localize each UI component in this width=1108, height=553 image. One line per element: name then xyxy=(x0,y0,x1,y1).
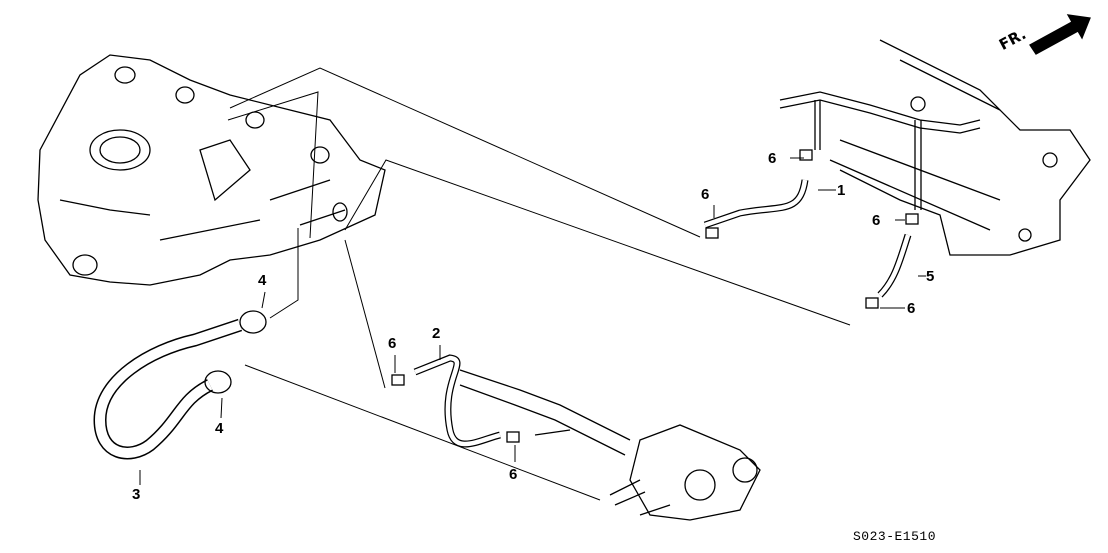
front-arrow-icon xyxy=(1029,14,1091,55)
hose-1 xyxy=(703,149,813,239)
callout-2: 2 xyxy=(432,325,441,342)
leader-lines xyxy=(139,67,926,501)
callout-5: 5 xyxy=(926,268,935,285)
hose-5 xyxy=(865,213,919,309)
engine-head xyxy=(779,39,1091,256)
intake-manifold xyxy=(37,54,386,286)
diagram-code: S023-E1510 xyxy=(853,529,937,544)
callout-4: 4 xyxy=(215,420,224,437)
callout-3: 3 xyxy=(132,486,141,503)
callout-6: 6 xyxy=(509,466,518,483)
water-pipe xyxy=(459,369,761,521)
callout-6: 6 xyxy=(768,150,777,167)
callout-6: 6 xyxy=(388,335,397,352)
callout-6: 6 xyxy=(907,300,916,317)
callout-4: 4 xyxy=(258,272,267,289)
hose-3 xyxy=(93,310,267,460)
hose-2 xyxy=(391,354,520,448)
callout-6: 6 xyxy=(872,212,881,229)
callout-6: 6 xyxy=(701,186,710,203)
callout-1: 1 xyxy=(837,182,846,199)
